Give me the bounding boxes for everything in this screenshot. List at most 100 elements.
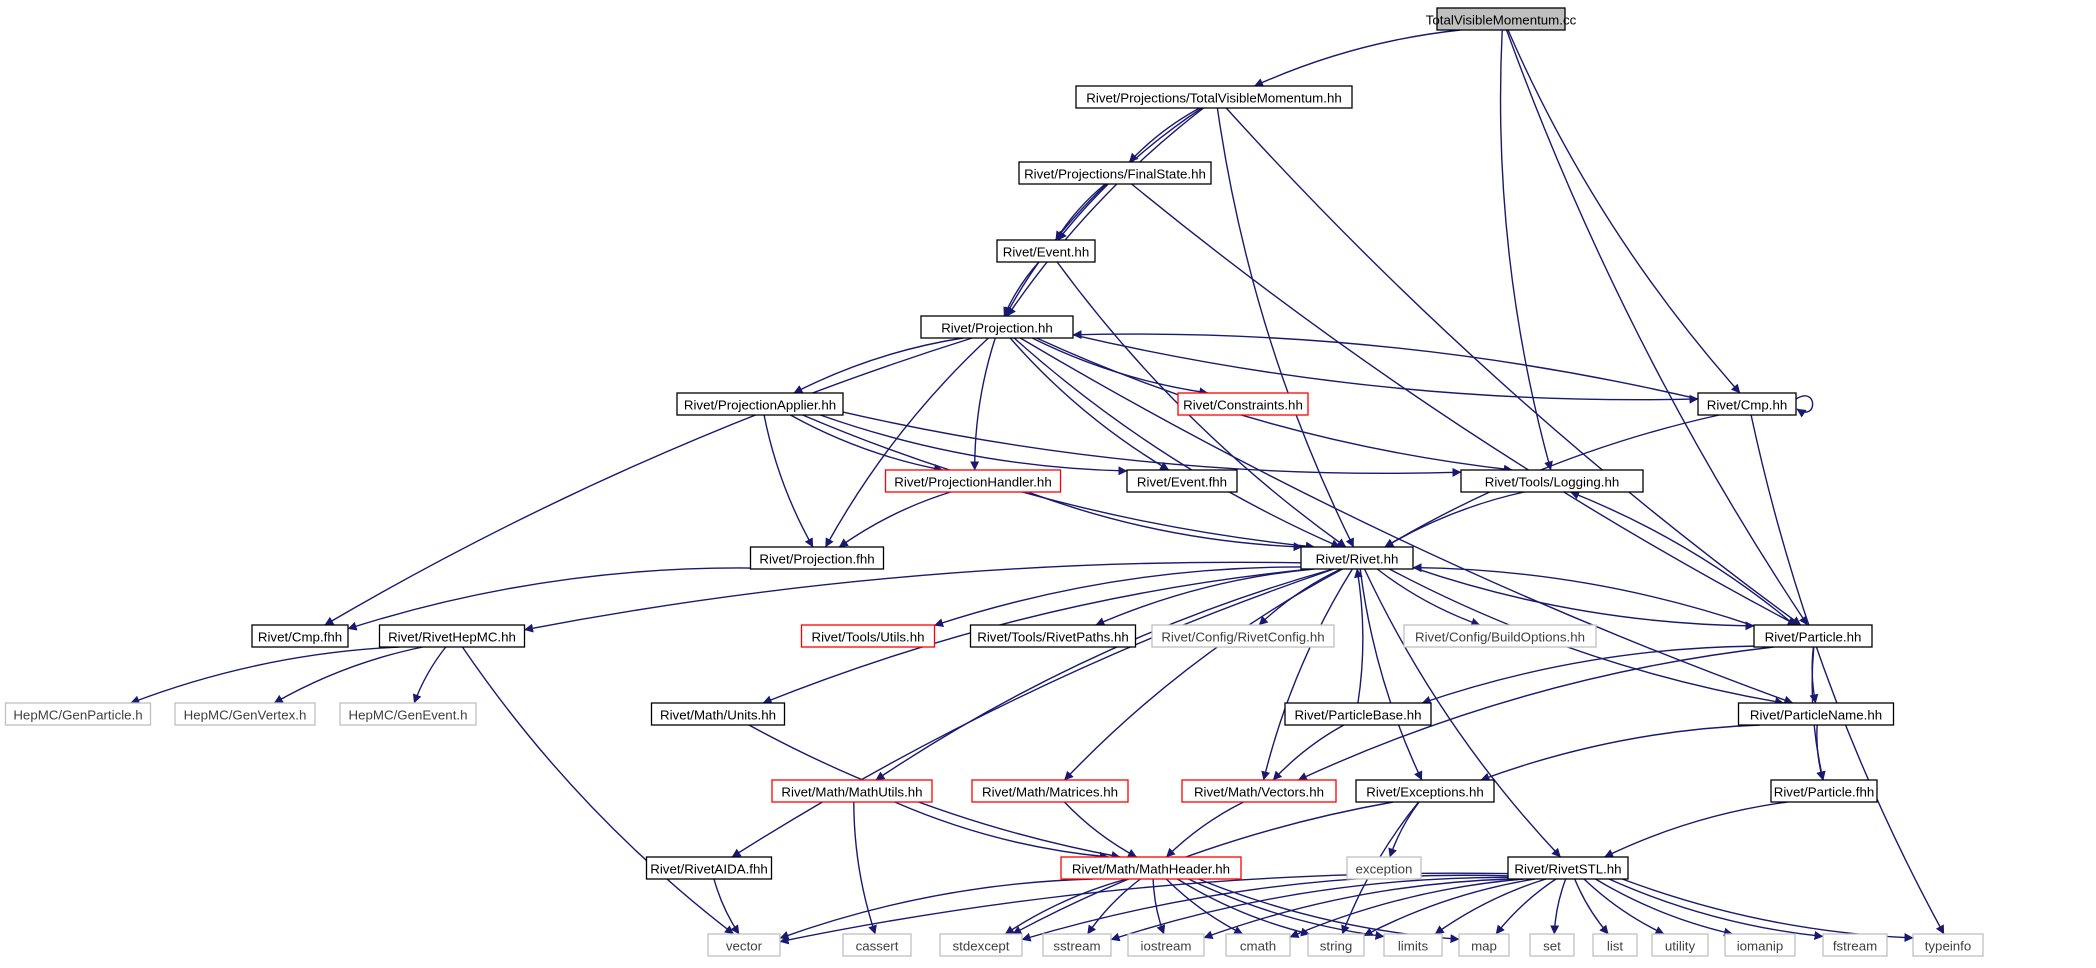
node-ph[interactable]: Rivet/ProjectionHandler.hh: [884, 469, 1062, 493]
node-box-pbase: [1284, 702, 1432, 726]
node-iomanip[interactable]: iomanip: [1724, 933, 1796, 957]
node-cassert[interactable]: cassert: [842, 933, 912, 957]
node-mathutils[interactable]: Rivet/Math/MathUtils.hh: [771, 779, 933, 803]
node-label-stdexcept: stdexcept: [953, 939, 1010, 954]
edge-event-to-rivet: [1056, 261, 1347, 548]
edge-particle-to-vectors: [1297, 646, 1774, 781]
node-eventfhh[interactable]: Rivet/Event.fhh: [1126, 469, 1238, 493]
node-projfhh[interactable]: Rivet/Projection.fhh: [749, 546, 885, 570]
node-rconfig[interactable]: Rivet/Config/RivetConfig.hh: [1151, 624, 1335, 648]
node-label-mathutils: Rivet/Math/MathUtils.hh: [781, 785, 922, 800]
node-box-cmp: [1697, 392, 1797, 416]
node-rivet[interactable]: Rivet/Rivet.hh: [1300, 546, 1414, 570]
edge-pa-to-projfhh: [763, 414, 814, 548]
edge-stl-to-iomanip: [1595, 878, 1734, 937]
node-label-particle: Rivet/Particle.hh: [1765, 630, 1862, 645]
node-list[interactable]: list: [1592, 933, 1638, 957]
node-label-vector: vector: [726, 939, 763, 954]
node-pname[interactable]: Rivet/ParticleName.hh: [1737, 702, 1895, 726]
node-sstream[interactable]: sstream: [1042, 933, 1112, 957]
edge-rivet-to-rconfig: [1258, 568, 1342, 626]
node-constraints[interactable]: Rivet/Constraints.hh: [1177, 392, 1309, 416]
node-box-aida: [645, 856, 773, 880]
node-genvertex[interactable]: HepMC/GenVertex.h: [174, 702, 316, 726]
edge-mathheader-to-iostream: [1152, 878, 1166, 935]
edge-projfhh-to-cmpfhh: [347, 567, 751, 631]
node-label-aida: Rivet/RivetAIDA.fhh: [650, 862, 768, 877]
node-label-projfhh: Rivet/Projection.fhh: [759, 552, 874, 567]
node-aida[interactable]: Rivet/RivetAIDA.fhh: [645, 856, 773, 880]
node-iostream[interactable]: iostream: [1127, 933, 1205, 957]
node-pbase[interactable]: Rivet/ParticleBase.hh: [1284, 702, 1432, 726]
edge-event-to-proj: [1003, 261, 1040, 317]
node-label-set: set: [1543, 939, 1561, 954]
edge-mathutils-to-mathheader: [894, 801, 1109, 861]
node-logging[interactable]: Rivet/Tools/Logging.hh: [1460, 469, 1644, 493]
node-box-genevent: [339, 702, 477, 726]
node-particlefhh[interactable]: Rivet/Particle.fhh: [1770, 779, 1878, 803]
node-box-cmath: [1225, 933, 1291, 957]
node-box-mathutils: [771, 779, 933, 803]
node-pa[interactable]: Rivet/ProjectionApplier.hh: [676, 392, 844, 416]
edge-hepmc-to-genparticle: [130, 646, 400, 705]
node-map[interactable]: map: [1458, 933, 1510, 957]
node-label-units: Rivet/Math/Units.hh: [660, 708, 776, 723]
node-box-mathheader: [1060, 856, 1242, 880]
node-vector[interactable]: vector: [707, 933, 781, 957]
edge-tvm-to-rivet: [1216, 107, 1355, 548]
node-set[interactable]: set: [1529, 933, 1575, 957]
node-genparticle[interactable]: HepMC/GenParticle.h: [4, 702, 152, 726]
node-event[interactable]: Rivet/Event.hh: [996, 239, 1096, 263]
edge-cmp-to-cmp: [1795, 395, 1814, 418]
edge-rivet-to-stl: [1363, 568, 1562, 858]
node-genevent[interactable]: HepMC/GenEvent.h: [339, 702, 477, 726]
edge-hepmc-to-genevent: [412, 646, 447, 704]
edge-cmp-to-proj: [1072, 330, 1699, 400]
node-proj[interactable]: Rivet/Projection.hh: [920, 315, 1074, 339]
edge-mathheader-to-stdexcept: [1004, 878, 1127, 935]
node-stl[interactable]: Rivet/RivetSTL.hh: [1507, 856, 1629, 880]
node-matrices[interactable]: Rivet/Math/Matrices.hh: [971, 779, 1129, 803]
node-cmath[interactable]: cmath: [1225, 933, 1291, 957]
node-typeinfo[interactable]: typeinfo: [1912, 933, 1984, 957]
node-vectors[interactable]: Rivet/Math/Vectors.hh: [1181, 779, 1337, 803]
edge-particle-to-pbase: [1421, 645, 1755, 705]
node-utils[interactable]: Rivet/Tools/Utils.hh: [800, 624, 936, 648]
node-hepmc[interactable]: Rivet/RivetHepMC.hh: [378, 624, 526, 648]
edge-pa-to-rivet: [802, 414, 1315, 551]
edge-rivet-to-hepmc: [524, 561, 1302, 633]
node-cmp[interactable]: Rivet/Cmp.hh: [1697, 392, 1797, 416]
node-fstream[interactable]: fstream: [1822, 933, 1888, 957]
edge-root-to-cmp: [1507, 29, 1741, 394]
node-limits[interactable]: limits: [1383, 933, 1443, 957]
edge-rivet-to-bopts: [1376, 568, 1481, 627]
node-mathheader[interactable]: Rivet/Math/MathHeader.hh: [1060, 856, 1242, 880]
edge-proj-to-constraints: [1031, 337, 1209, 397]
node-exceptions[interactable]: Rivet/Exceptions.hh: [1355, 779, 1495, 803]
node-particle[interactable]: Rivet/Particle.hh: [1753, 624, 1873, 648]
node-string[interactable]: string: [1307, 933, 1365, 957]
node-fs[interactable]: Rivet/Projections/FinalState.hh: [1018, 161, 1212, 185]
node-stdexcept[interactable]: stdexcept: [939, 933, 1023, 957]
node-paths[interactable]: Rivet/Tools/RivetPaths.hh: [969, 624, 1137, 648]
node-utility[interactable]: utility: [1651, 933, 1709, 957]
edge-mathheader-to-vector: [779, 878, 1093, 940]
node-root[interactable]: TotalVisibleMomentum.cc: [1426, 7, 1577, 31]
node-cmpfhh[interactable]: Rivet/Cmp.fhh: [251, 624, 349, 648]
node-box-event: [996, 239, 1096, 263]
node-box-particle: [1753, 624, 1873, 648]
edge-hepmc-to-genvertex: [273, 646, 423, 704]
node-tvm[interactable]: Rivet/Projections/TotalVisibleMomentum.h…: [1075, 85, 1353, 109]
edge-root-to-logging: [1499, 29, 1553, 471]
node-box-paths: [969, 624, 1137, 648]
node-exception[interactable]: exception: [1346, 856, 1422, 880]
edge-vectors-to-mathheader: [1165, 801, 1244, 858]
node-label-limits: limits: [1398, 939, 1429, 954]
node-bopts[interactable]: Rivet/Config/BuildOptions.hh: [1403, 624, 1597, 648]
node-label-constraints: Rivet/Constraints.hh: [1183, 398, 1303, 413]
node-box-exceptions: [1355, 779, 1495, 803]
node-units[interactable]: Rivet/Math/Units.hh: [650, 702, 786, 726]
dependency-edges: [130, 29, 1945, 945]
node-label-fstream: fstream: [1833, 939, 1877, 954]
